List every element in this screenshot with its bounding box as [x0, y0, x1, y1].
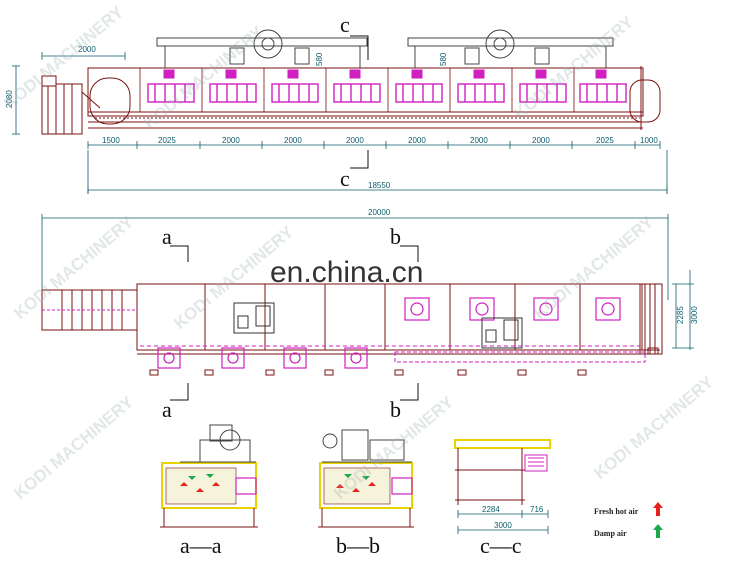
heater-module: [333, 83, 381, 103]
bb-fan-assembly: [322, 429, 412, 463]
plan-upper-fans: [404, 297, 621, 321]
section-b-bottom-marker: [400, 383, 419, 401]
cc-dim-side: 716: [530, 505, 544, 514]
heater-module: [579, 83, 627, 103]
section-a-top-label: a: [162, 224, 172, 249]
plan-view: 20000: [41, 208, 699, 422]
dim-left-width: 2000: [78, 45, 96, 54]
aa-air-arrows: [180, 474, 220, 492]
section-aa-label: a—a: [180, 533, 222, 558]
brand-watermark: KODI MACHINERY: [530, 212, 657, 323]
section-c-top-marker: [350, 35, 369, 60]
section-c-bottom-label: c: [340, 166, 350, 191]
cc-frame: [455, 448, 548, 505]
plan-legs: [149, 347, 659, 376]
section-a-bottom-label: a: [162, 397, 172, 422]
heater-module: [209, 83, 257, 103]
section-cc-label: c—c: [480, 533, 522, 558]
segment-dim: 2025: [158, 136, 176, 145]
segment-dim: 2000: [346, 136, 364, 145]
bb-air-arrows: [336, 474, 376, 492]
section-aa: a—a: [160, 424, 258, 558]
plan-motors: [233, 302, 523, 349]
plan-feeder: [41, 289, 138, 331]
cc-dimensions: [457, 510, 549, 534]
section-bb: b—b: [318, 429, 414, 558]
segment-dim: 2025: [596, 136, 614, 145]
segment-dim: 2000: [222, 136, 240, 145]
legend: Fresh hot air Damp air: [594, 502, 663, 538]
heater-module: [271, 83, 319, 103]
brand-watermark: KODI MACHINERY: [590, 372, 717, 483]
segment-dim: 2000: [284, 136, 302, 145]
zone-fans: [163, 69, 607, 79]
section-b-top-label: b: [390, 224, 401, 249]
cc-dim-total: 3000: [494, 521, 512, 530]
bb-legs: [318, 508, 414, 528]
cc-dim-inner: 2284: [482, 505, 500, 514]
plan-total-length: 20000: [368, 208, 391, 217]
section-a-top-marker: [170, 245, 189, 262]
aa-fan-assembly: [180, 424, 256, 463]
section-c-bottom-marker: [350, 150, 369, 169]
segment-dim: 2000: [408, 136, 426, 145]
damp-air-arrow-icon: [653, 524, 663, 538]
brand-watermark: KODI MACHINERY: [10, 212, 137, 323]
segment-dim: 1000: [640, 136, 658, 145]
section-bb-label: b—b: [336, 533, 380, 558]
legend-damp-air: Damp air: [594, 529, 627, 538]
elevation-view: 2000 2080 580 580 1500 2025 2000 2000 20…: [5, 12, 668, 194]
heater-module: [395, 83, 443, 103]
section-b-top-marker: [400, 245, 419, 262]
brand-watermark: KODI MACHINERY: [10, 392, 137, 503]
heater-modules: [147, 83, 627, 103]
section-c-top-label: c: [340, 12, 350, 37]
segment-dim: 2000: [470, 136, 488, 145]
center-watermark: en.china.cn: [270, 256, 423, 289]
fresh-hot-air-arrow-icon: [653, 502, 663, 516]
heater-module: [519, 83, 567, 103]
feeder-unit: [41, 75, 101, 135]
dim-height-left: 2080: [5, 90, 14, 108]
plan-b-frame: [394, 351, 646, 363]
zone-dividers: [139, 68, 575, 112]
plan-width-dimensions: [672, 270, 694, 350]
bb-heater-block: [391, 477, 413, 495]
segment-dim: 2000: [532, 136, 550, 145]
segment-dim: 1500: [102, 136, 120, 145]
elevation-dimensions: [12, 52, 668, 194]
section-b-bottom-label: b: [390, 397, 401, 422]
section-a-bottom-marker: [170, 383, 189, 401]
legend-fresh-hot-air: Fresh hot air: [594, 507, 639, 516]
section-cc: 2284 716 3000 c—c: [454, 439, 551, 558]
plan-width-outer: 3000: [690, 306, 699, 324]
fan-gantry-right: [407, 29, 614, 68]
fan-gantry-left: [156, 29, 368, 68]
aa-legs: [160, 508, 258, 528]
heater-module: [457, 83, 505, 103]
aa-heater-block: [235, 477, 257, 495]
dim-fan-height-a: 580: [315, 52, 324, 66]
segment-dimension-labels: 1500 2025 2000 2000 2000 2000 2000 2000 …: [102, 136, 658, 145]
dim-fan-height-b: 580: [439, 52, 448, 66]
dryer-body: [87, 66, 661, 130]
plan-lower-fans: [157, 347, 368, 369]
heater-module: [147, 83, 195, 103]
dim-total-length: 18550: [368, 181, 391, 190]
plan-total-dimension: [41, 214, 669, 300]
plan-width-inner: 2285: [676, 306, 685, 324]
